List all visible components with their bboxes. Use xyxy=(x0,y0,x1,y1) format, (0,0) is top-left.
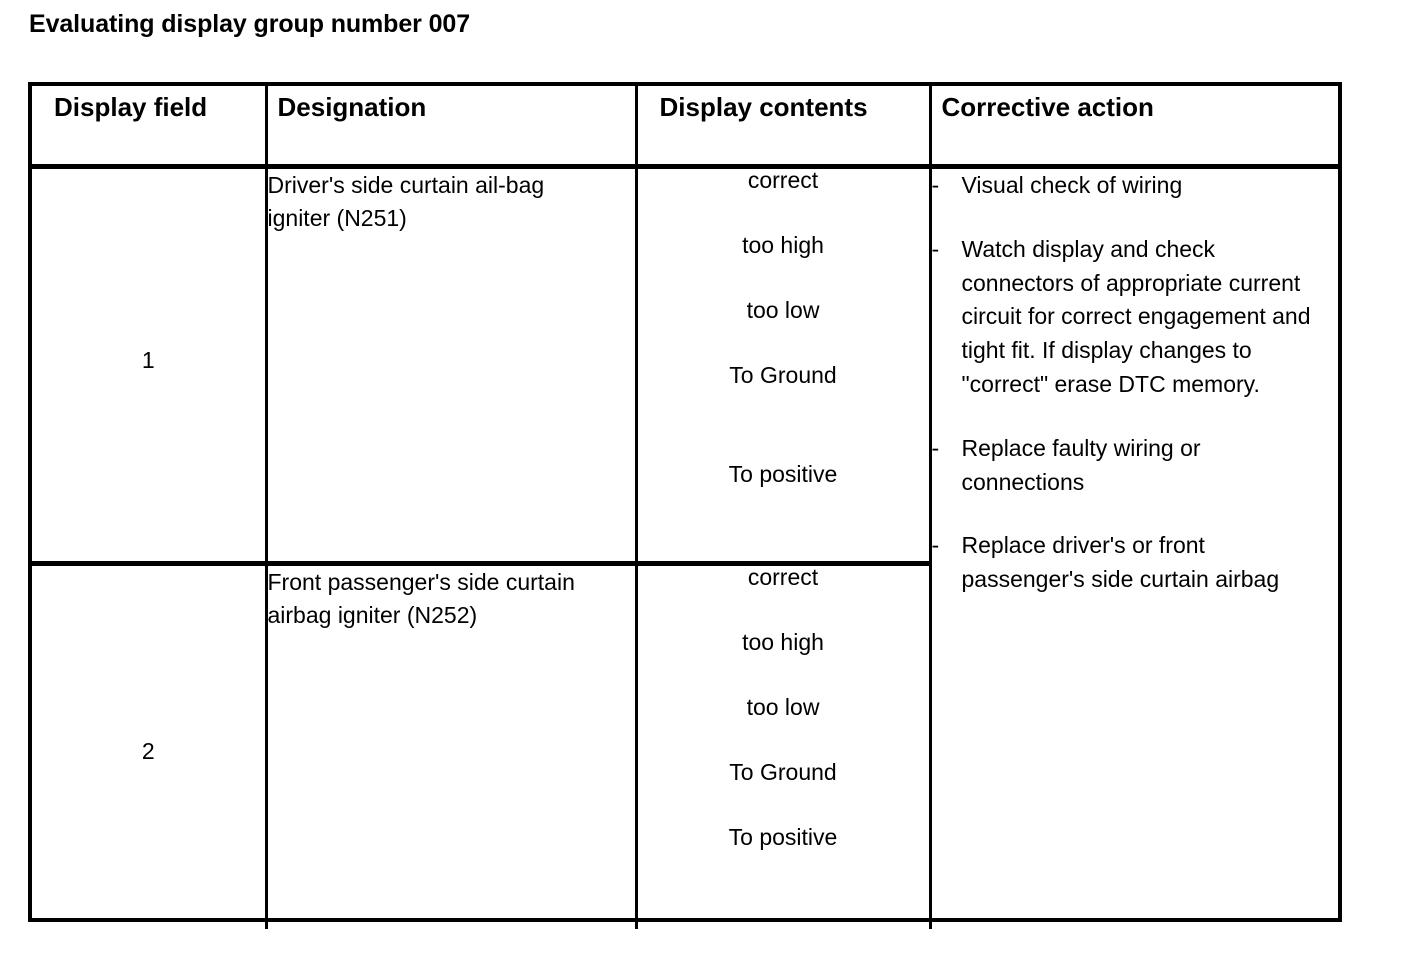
bullet-dash-icon: - xyxy=(931,532,940,559)
display-content-item: too low xyxy=(746,694,820,720)
display-content-item: To Ground xyxy=(729,759,837,785)
display-content-item: To positive xyxy=(728,461,838,487)
table-row: 1 Driver's side curtain ail-bag igniter … xyxy=(32,166,1342,592)
display-content-item: too high xyxy=(742,232,824,258)
cell-designation-2: Front passenger's side curtain airbag ig… xyxy=(266,563,638,929)
table-header-row: Display field Designation Display conten… xyxy=(32,86,1342,169)
column-header-designation-label: Designation xyxy=(277,92,427,122)
cell-display-contents-1: correct too high too low To Ground To po… xyxy=(636,166,932,566)
cell-display-field-1: 1 xyxy=(32,166,268,566)
bullet-dash-icon: - xyxy=(931,172,940,198)
page-title: Evaluating display group number 007 xyxy=(29,10,471,38)
bullet-dash-icon: - xyxy=(931,434,940,461)
display-contents-list-1: correct too high too low To Ground To po… xyxy=(638,169,929,486)
corrective-action-text: Watch display and check connectors of ap… xyxy=(961,235,1311,397)
display-group-table-wrapper: Display field Designation Display conten… xyxy=(28,82,1342,929)
column-header-display-field: Display field xyxy=(32,86,268,169)
cell-designation-1: Driver's side curtain ail-bag igniter (N… xyxy=(266,166,638,566)
column-header-corrective-action-label: Corrective action xyxy=(941,92,1154,122)
corrective-action-text: Replace driver's or front passenger's si… xyxy=(961,532,1280,593)
cell-display-field-2: 2 xyxy=(32,563,268,929)
display-contents-list-2: correct too high too low To Ground To po… xyxy=(638,566,929,849)
corrective-action-item: - Replace driver's or front passenger's … xyxy=(932,529,1312,597)
corrective-action-item: - Replace faulty wiring or connections xyxy=(932,432,1312,500)
display-field-number: 1 xyxy=(141,347,155,373)
display-content-item: To positive xyxy=(728,824,838,850)
corrective-action-text: Visual check of wiring xyxy=(961,172,1183,198)
column-header-display-field-label: Display field xyxy=(54,92,208,122)
display-field-number: 2 xyxy=(141,738,155,764)
corrective-action-item: - Watch display and check connectors of … xyxy=(932,233,1312,402)
column-header-designation: Designation xyxy=(266,86,638,169)
column-header-corrective-action: Corrective action xyxy=(930,86,1342,169)
designation-text: Front passenger's side curtain airbag ig… xyxy=(267,569,575,628)
designation-text: Driver's side curtain ail-bag igniter (N… xyxy=(267,172,545,231)
display-content-item: correct xyxy=(747,167,819,193)
table-row: 2 Front passenger's side curtain airbag … xyxy=(32,563,1342,929)
display-content-item: correct xyxy=(747,564,819,590)
cell-display-contents-2: correct too high too low To Ground To po… xyxy=(636,563,932,929)
column-header-display-contents-label: Display contents xyxy=(659,92,868,122)
display-group-table: Display field Designation Display conten… xyxy=(32,86,1342,929)
bullet-dash-icon: - xyxy=(931,235,940,262)
display-content-item: too high xyxy=(742,629,824,655)
corrective-action-text: Replace faulty wiring or connections xyxy=(961,434,1201,495)
corrective-action-item: - Visual check of wiring xyxy=(932,169,1312,203)
column-header-display-contents: Display contents xyxy=(636,86,932,169)
display-content-item: too low xyxy=(746,297,820,323)
cell-corrective-action: - Visual check of wiring - Watch display… xyxy=(930,167,1342,930)
corrective-action-list: - Visual check of wiring - Watch display… xyxy=(932,169,1343,597)
display-content-item: To Ground xyxy=(729,362,837,388)
